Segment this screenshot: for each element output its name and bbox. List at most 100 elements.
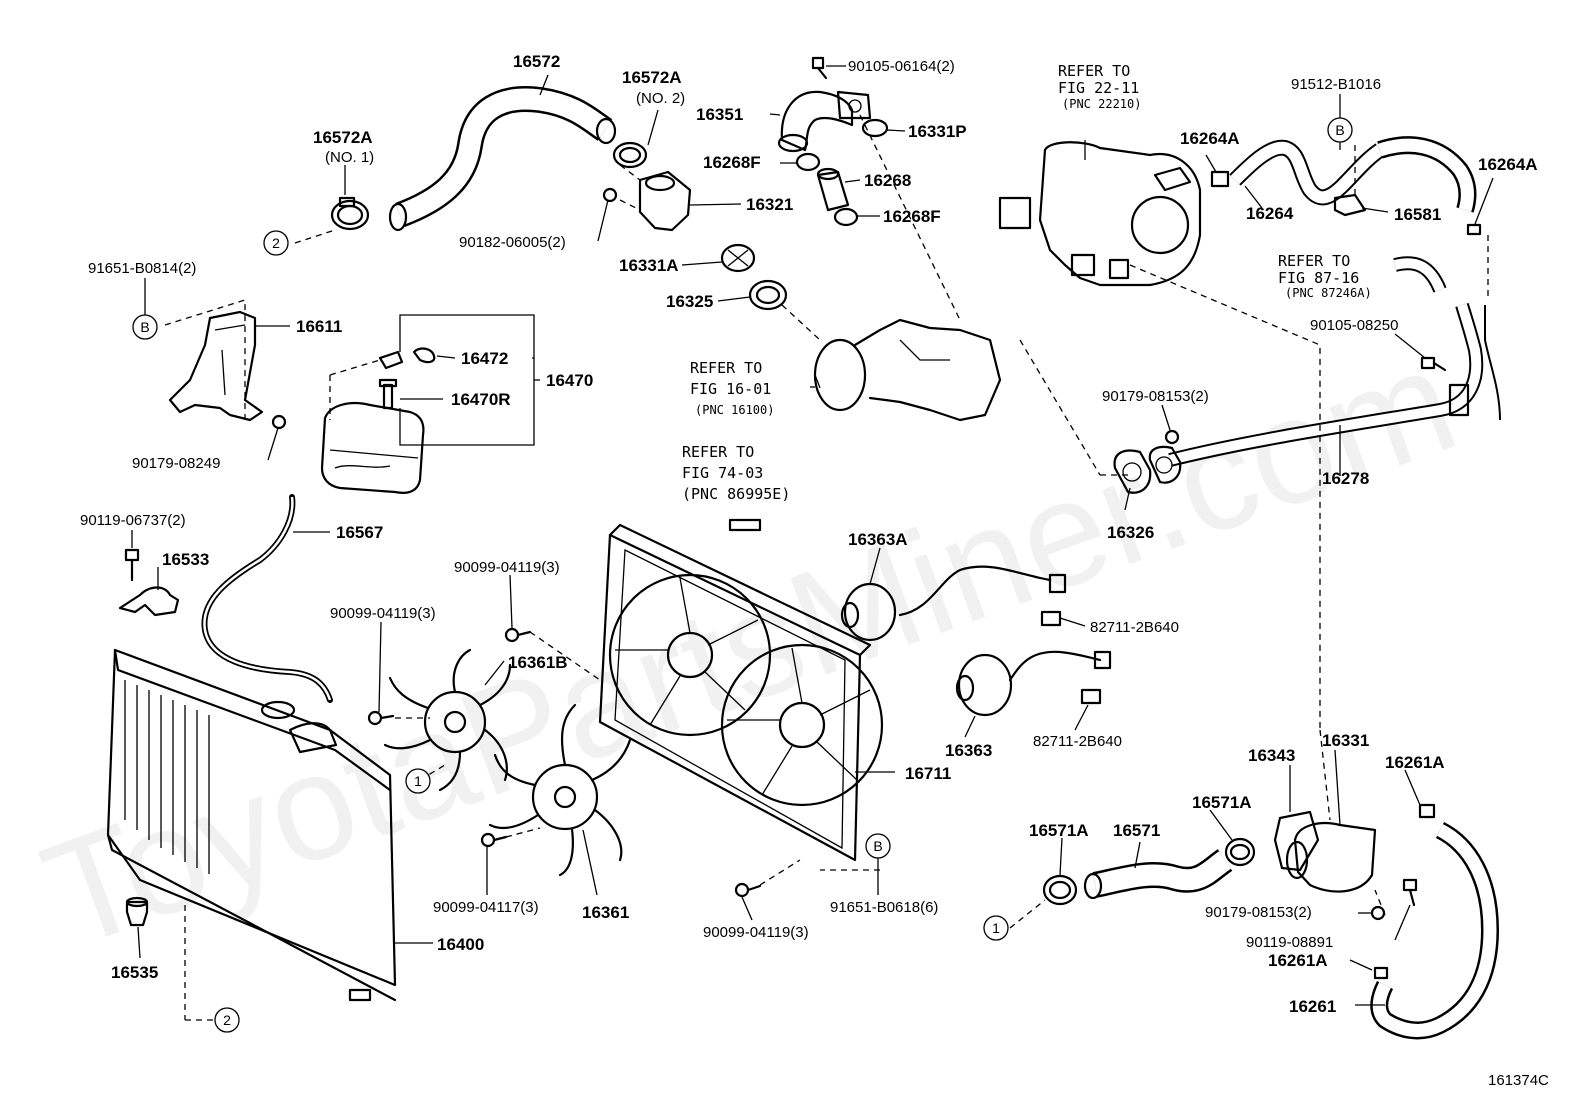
label-90099-04119-c: 90099-04119(3) — [703, 924, 809, 941]
label-90099-04117: 90099-04117(3) — [433, 899, 539, 916]
label-16400: 16400 — [437, 935, 484, 954]
label-90182-06005: 90182-06005(2) — [459, 234, 566, 251]
svg-text:1: 1 — [992, 920, 1000, 936]
callout-b-shroud: B — [865, 833, 891, 859]
pipe-16268 — [816, 167, 850, 212]
clamp-16261A-lower — [1373, 966, 1389, 980]
svg-text:2: 2 — [272, 235, 280, 251]
label-16268F-lower: 16268F — [883, 207, 941, 226]
callout-1-fan: 1 — [405, 768, 431, 794]
label-16261A-upper: 16261A — [1385, 753, 1445, 772]
clamp-16571A-right — [1224, 837, 1256, 867]
callout-1-lower: 1 — [983, 915, 1009, 941]
figure-id: 161374C — [1488, 1072, 1549, 1089]
callout-b-bracket: B — [132, 314, 158, 340]
bolt-90119-08891 — [1402, 878, 1418, 907]
label-82711-2B640-upper: 82711-2B640 — [1090, 619, 1179, 636]
svg-text:REFER TO: REFER TO — [1278, 252, 1350, 270]
bolt-90119-06737 — [124, 548, 140, 582]
svg-text:FIG 87-16: FIG 87-16 — [1278, 269, 1359, 287]
label-no1: (NO. 1) — [325, 149, 374, 166]
svg-text:REFER TO: REFER TO — [690, 359, 762, 377]
drain-cock-16535 — [125, 896, 149, 927]
label-90105-06164: 90105-06164(2) — [848, 58, 955, 75]
label-16351: 16351 — [696, 105, 743, 124]
svg-text:REFER TO: REFER TO — [682, 443, 754, 461]
bypass-hose-16264 — [1229, 139, 1385, 206]
label-91512-B1016: 91512-B1016 — [1291, 76, 1381, 93]
reservoir-16470 — [320, 378, 425, 494]
svg-text:FIG 16-01: FIG 16-01 — [690, 380, 771, 398]
clip-16581 — [1333, 193, 1367, 217]
label-16325: 16325 — [666, 292, 713, 311]
gasket-16326 — [1113, 445, 1182, 494]
label-90099-04119-a: 90099-04119(3) — [454, 559, 560, 576]
ring-16268F-upper — [795, 152, 821, 172]
svg-text:(PNC 87246A): (PNC 87246A) — [1285, 286, 1372, 300]
label-16571A-left: 16571A — [1029, 821, 1089, 840]
label-16278: 16278 — [1322, 469, 1369, 488]
label-16261: 16261 — [1289, 997, 1336, 1016]
label-16535: 16535 — [111, 963, 158, 982]
screw-90099-04119-b — [367, 710, 395, 726]
water-inlet-16331 — [1285, 822, 1377, 893]
screw-90099-04119-c — [734, 882, 762, 898]
label-16321: 16321 — [746, 195, 793, 214]
clamp-16261A-upper — [1418, 803, 1436, 819]
label-16264A-right: 16264A — [1478, 155, 1538, 174]
label-16343: 16343 — [1248, 746, 1295, 765]
nut-90182-06005 — [602, 187, 618, 203]
label-16363A: 16363A — [848, 530, 908, 549]
callout-b-hose: B — [1327, 117, 1353, 143]
label-16268F-upper: 16268F — [703, 153, 761, 172]
upper-hose-16572 — [388, 86, 617, 232]
gasket-16331P — [861, 118, 889, 138]
clamp-16264A-left — [1210, 170, 1230, 188]
label-16331A: 16331A — [619, 256, 679, 275]
svg-text:(PNC 86995E): (PNC 86995E) — [682, 485, 790, 503]
label-16264A-left: 16264A — [1180, 129, 1240, 148]
label-16571: 16571 — [1113, 821, 1160, 840]
label-16268: 16268 — [864, 171, 911, 190]
label-16533: 16533 — [162, 550, 209, 569]
svg-text:(PNC 22210): (PNC 22210) — [1062, 97, 1141, 111]
water-outlet-16321 — [638, 170, 692, 232]
svg-text:B: B — [140, 319, 149, 335]
svg-text:FIG 22-11: FIG 22-11 — [1058, 79, 1139, 97]
fan-motor-16363 — [955, 650, 1112, 717]
part-labels: 16572 16572A (NO. 2) 16572A (NO. 1) 9010… — [80, 52, 1538, 1016]
gasket-16343 — [1273, 810, 1320, 872]
hose-91512-B1016 — [1377, 136, 1477, 213]
label-91651-B0814: 91651-B0814(2) — [88, 260, 196, 277]
label-16363: 16363 — [945, 741, 992, 760]
clamp-16533 — [118, 586, 180, 617]
label-16581: 16581 — [1394, 205, 1441, 224]
nut-90179-08249 — [271, 414, 287, 430]
label-82711-2B640-lower: 82711-2B640 — [1033, 733, 1122, 750]
radiator-16400 — [106, 648, 397, 1002]
svg-text:B: B — [1335, 122, 1344, 138]
label-16572A-no2: 16572A — [622, 68, 682, 87]
bolt-90105-08250 — [1420, 356, 1447, 372]
reference-fig-74-03: REFER TO FIG 74-03 (PNC 86995E) — [682, 443, 790, 503]
screw-90099-04117 — [480, 832, 508, 848]
label-16331: 16331 — [1322, 731, 1369, 750]
ring-16268F-lower — [833, 207, 859, 227]
gasket-16325 — [748, 279, 788, 311]
clamp-16572A-no1 — [330, 196, 370, 231]
fan-16361 — [488, 703, 632, 877]
water-pipe-16351 — [777, 90, 872, 153]
hose-16261 — [1370, 821, 1500, 1040]
label-90119-06737: 90119-06737(2) — [80, 512, 186, 529]
label-no2: (NO. 2) — [636, 90, 685, 107]
fan-shroud-16711 — [598, 518, 884, 862]
cap-16472 — [378, 347, 436, 370]
label-16361: 16361 — [582, 903, 629, 922]
label-16361B: 16361B — [508, 653, 568, 672]
callout-2-lower: 2 — [214, 1007, 240, 1033]
label-16261A-lower: 16261A — [1268, 951, 1328, 970]
reference-fig-22-11: REFER TO FIG 22-11 (PNC 22210) — [1058, 62, 1141, 111]
svg-text:B: B — [873, 838, 882, 854]
bolt-90105-06164 — [811, 56, 828, 80]
